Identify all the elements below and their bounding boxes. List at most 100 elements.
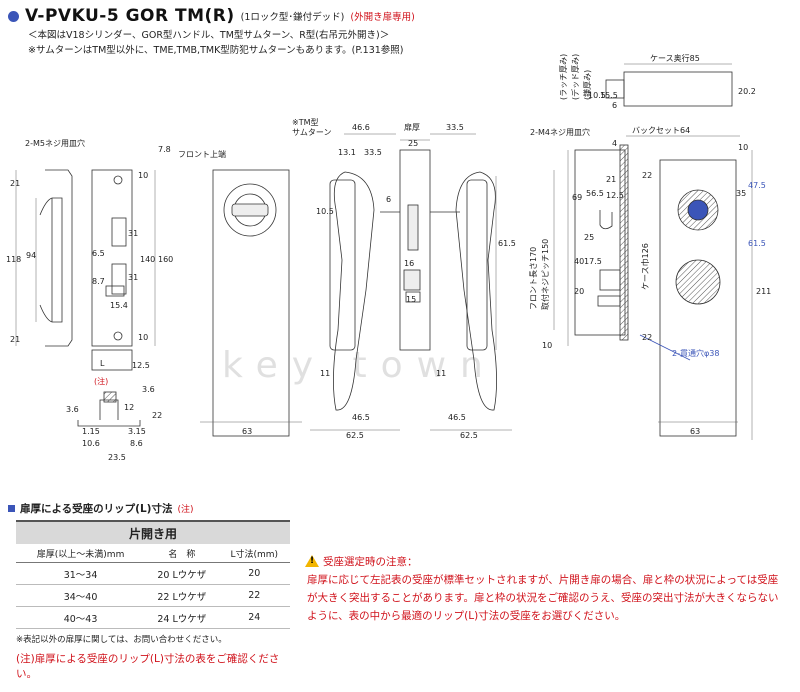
dim-118: 118	[6, 255, 21, 264]
dim-6-5: 6.5	[92, 249, 105, 258]
dim-3-6-b: 3.6	[66, 405, 79, 414]
bullet-icon	[8, 10, 19, 22]
table-cell: 22	[218, 584, 290, 607]
table-title-note: (注)	[177, 504, 194, 515]
dim-46-5-b: 46.5	[448, 413, 466, 422]
dim-160: 160	[158, 255, 173, 264]
dim-10-5: 10.5	[316, 207, 334, 216]
dim-40: 40	[574, 257, 584, 266]
dim-22-c: 22	[642, 333, 652, 342]
l-label: L	[100, 359, 105, 368]
dim-3-6-a: 3.6	[142, 385, 155, 394]
kama-thk-label: (鎌厚み)	[582, 70, 592, 100]
product-subtitle-red: (外開き扉専用)	[350, 12, 415, 23]
table-row: 40〜43 24 Lウケザ 24	[16, 606, 290, 629]
hook-bolt	[599, 210, 613, 230]
lock-body-side	[399, 149, 431, 351]
case-depth-label: ケース奥行85	[650, 53, 700, 63]
dim-10-5-b: 10.5	[588, 91, 606, 100]
spindle-hole	[675, 259, 721, 305]
dim-47-5: 47.5	[748, 181, 766, 190]
dim-13-1: 13.1	[338, 148, 356, 157]
table-cell: 24	[218, 606, 290, 629]
dim-211: 211	[756, 287, 771, 296]
table-cell: 40〜43	[16, 606, 146, 629]
table-note-2: (注)扉厚による受座のリップ(L)寸法の表をご確認ください。	[16, 653, 280, 680]
dim-25: 25	[408, 139, 418, 148]
outside-escutcheon	[212, 169, 290, 437]
dim-3-15: 3.15	[128, 427, 146, 436]
tm-label-2: サムターン	[292, 128, 331, 137]
dim-62-5-b: 62.5	[460, 431, 478, 440]
warning-title: 受座選定時の注意：	[323, 555, 418, 568]
dim-10-b: 10	[138, 333, 148, 342]
case-top-view	[623, 71, 733, 107]
header-note-1: ＜本図はV18シリンダー、GOR型ハンドル、TM型サムターン、R型(右吊元外開き…	[28, 30, 390, 41]
dim-20-2: 20.2	[738, 87, 756, 96]
dim-25-b: 25	[584, 233, 594, 242]
table-row: 31〜34 20 Lウケザ 20	[16, 562, 290, 585]
dim-46-5-a: 46.5	[352, 413, 370, 422]
strike-side-outline	[45, 169, 73, 347]
dim-61-5-b: 61.5	[748, 239, 766, 248]
product-subtitle: (1ロック型･鎌付デッド)	[240, 12, 345, 23]
warning-body: 扉厚に応じて左記表の受座が標準セットされますが、片開き扉の場合、扉と枠の状況によ…	[307, 574, 779, 622]
dim-16: 16	[404, 259, 414, 268]
dim-61-5: 61.5	[498, 239, 516, 248]
dim-10-c: 10	[542, 341, 552, 350]
dim-6: 6	[386, 195, 391, 204]
table-cell: 24 Lウケザ	[145, 606, 219, 629]
dim-8-7: 8.7	[92, 277, 105, 286]
strike-plate-front	[91, 169, 133, 347]
inside-escutcheon	[659, 159, 737, 437]
m5-label: 2-M5ネジ用皿穴	[25, 138, 85, 148]
warning-box: ! 受座選定時の注意： 扉厚に応じて左記表の受座が標準セットされますが、片開き扉…	[305, 553, 785, 625]
dim-20: 20	[574, 287, 584, 296]
dim-33-5-a: 33.5	[446, 123, 464, 132]
dim-10-6: 10.6	[82, 439, 100, 448]
dim-15-4: 15.4	[110, 301, 128, 310]
table-cell: 34〜40	[16, 584, 146, 607]
table-caption: 片開き用	[16, 520, 290, 544]
front-top-label: フロント上端	[178, 149, 226, 159]
dim-12-5-b: 12.5	[606, 191, 624, 200]
dim-15-5: 15.5	[600, 91, 618, 100]
through-hole-leader	[639, 334, 691, 361]
cylinder-keyhole	[687, 199, 709, 221]
product-title: V-PVKU-5 GOR TM(R)	[25, 6, 235, 26]
lock-case	[574, 149, 626, 336]
header-note-2: ※サムターンはTM型以外に、TME,TMB,TMK型防犯サムターンもあります。(…	[28, 45, 404, 56]
latch-thk-label: (ラッチ厚み)	[559, 54, 568, 100]
table-title: 扉厚による受座のリップ(L)寸法	[20, 502, 173, 515]
dim-1-15: 1.15	[82, 427, 100, 436]
dim-94: 94	[26, 251, 36, 260]
table-cell: 31〜34	[16, 562, 146, 585]
tm-label: ※TM型	[292, 118, 319, 127]
table-cell: 22 Lウケザ	[145, 584, 219, 607]
dim-35: 35	[736, 189, 746, 198]
table-note: ※表記以外の扉厚に関しては、お問い合わせください。	[16, 635, 227, 645]
dim-62-5-a: 62.5	[346, 431, 364, 440]
dim-10-a: 10	[138, 171, 148, 180]
dim-8-6: 8.6	[130, 439, 143, 448]
table-header: L寸法(mm)	[218, 544, 290, 563]
dim-11-b: 11	[436, 369, 446, 378]
square-bullet-icon	[8, 504, 15, 512]
dim-12-5-a: 12.5	[132, 361, 150, 370]
backset-label: バックセット64	[632, 126, 690, 135]
note-ref-label: (注)	[94, 376, 108, 386]
dim-21-a: 21	[10, 179, 20, 188]
dim-31-a: 31	[128, 229, 138, 238]
dim-140: 140	[140, 255, 155, 264]
dim-17-5: 17.5	[584, 257, 602, 266]
dim-6-b: 6	[612, 101, 617, 110]
dim-23-5: 23.5	[108, 453, 126, 462]
lever-handle-left	[333, 171, 375, 411]
table-cell: 20	[218, 562, 290, 585]
table-row: 34〜40 22 Lウケザ 22	[16, 584, 290, 607]
dim-7-8: 7.8	[158, 145, 171, 154]
thumbturn	[231, 203, 269, 217]
table-cell: 20 Lウケザ	[145, 562, 219, 585]
dim-10-d: 10	[738, 143, 748, 152]
